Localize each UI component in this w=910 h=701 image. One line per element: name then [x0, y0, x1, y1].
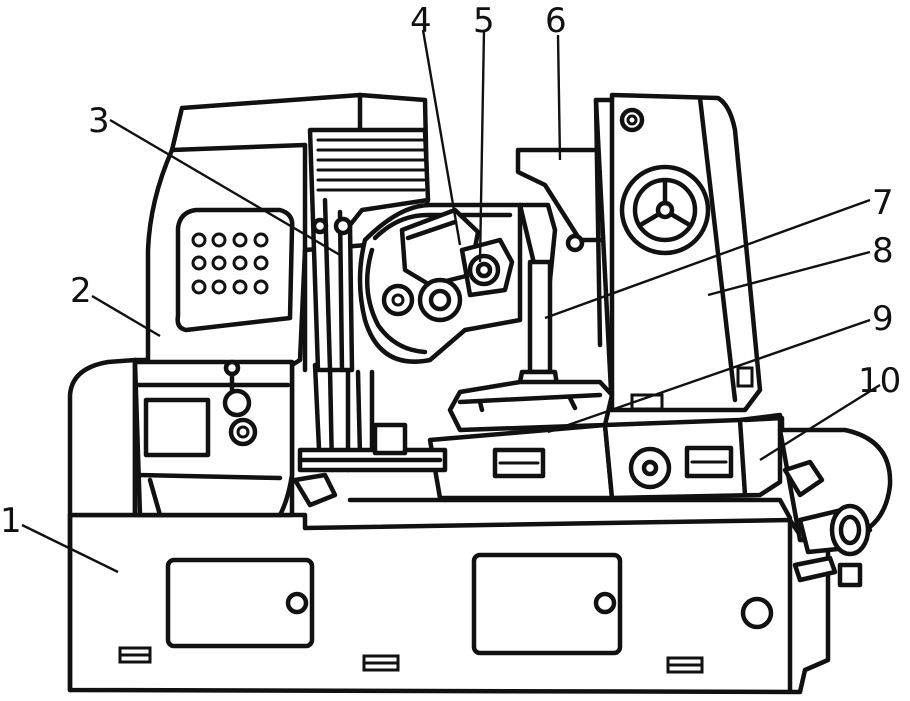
callout-4: 4 — [410, 1, 432, 41]
right-carriage — [602, 412, 785, 501]
callout-2: 2 — [70, 271, 92, 311]
bed-door-right — [471, 552, 623, 656]
right-column — [593, 92, 763, 413]
cutter-head-housing — [307, 127, 431, 473]
callout-9: 9 — [872, 299, 894, 339]
leader-lines — [21, 29, 881, 574]
callout-labels: 1 2 3 4 5 6 7 8 9 10 — [0, 1, 901, 541]
callout-3: 3 — [88, 101, 110, 141]
guide-rails — [292, 422, 793, 521]
bed-plug — [740, 596, 774, 630]
callout-1: 1 — [0, 501, 22, 541]
machine-bed — [67, 512, 831, 695]
work-spindle — [515, 259, 561, 395]
door-knob-right — [593, 591, 617, 615]
worktable — [447, 379, 615, 433]
callout-10: 10 — [858, 361, 901, 401]
housing-bellows — [316, 138, 426, 192]
cradle-assembly — [357, 202, 523, 364]
callout-6: 6 — [545, 1, 567, 41]
carriage-handwheel — [628, 446, 672, 490]
callout-8: 8 — [872, 231, 894, 271]
callout-5: 5 — [473, 1, 495, 41]
door-knob-left — [285, 591, 309, 615]
panel-buttons — [191, 232, 269, 295]
oil-cup — [372, 422, 408, 456]
adjust-handle — [222, 359, 258, 447]
work-head-base — [427, 422, 615, 501]
control-panel — [175, 207, 295, 333]
callout-7: 7 — [872, 183, 894, 223]
left-inspection-window — [143, 397, 211, 458]
bed-door-left — [165, 557, 315, 649]
cutter-spindle — [459, 237, 515, 298]
column-handwheel — [619, 164, 711, 256]
drive-motor — [777, 427, 893, 588]
bed-vents — [118, 646, 704, 674]
